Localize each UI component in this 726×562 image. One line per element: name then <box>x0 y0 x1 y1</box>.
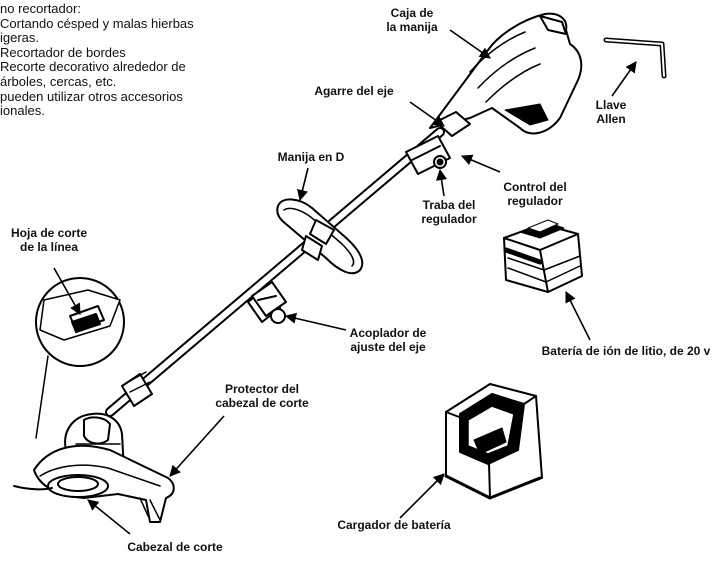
label-allen-key: Llave Allen <box>595 98 627 126</box>
arrow-guard <box>169 415 225 477</box>
intro-line: Cortando césped y malas hierbas <box>0 15 194 31</box>
shaft <box>105 127 445 417</box>
arrow-line-blade <box>53 267 81 315</box>
label-line-blade: Hoja de corte de la línea <box>10 226 88 254</box>
shaft-coupler <box>247 281 287 324</box>
cutting-head <box>13 474 109 498</box>
d-handle <box>276 198 364 275</box>
label-handle-housing: Caja de la manija <box>386 6 438 34</box>
arrow-allen-key <box>611 61 637 97</box>
intro-text: no recortador: Cortando césped y malas h… <box>0 1 194 119</box>
allen-key <box>603 37 667 79</box>
lower-collar <box>121 371 153 407</box>
intro-line: no recortador: <box>0 1 81 16</box>
arrow-handle-housing <box>449 29 491 59</box>
label-shaft-coupler: Acoplador de ajuste del eje <box>349 326 427 354</box>
label-charger: Cargador de batería <box>337 518 451 532</box>
label-cutting-head: Cabezal de corte <box>127 540 223 554</box>
charger <box>444 383 543 500</box>
intro-line: Recorte decorativo alrededor de <box>0 59 186 75</box>
label-regulator-lock: Traba del regulador <box>421 198 477 226</box>
intro-line: Recortador de bordes <box>0 44 126 60</box>
handle-housing <box>429 12 583 137</box>
label-regulator-control: Control del regulador <box>503 180 567 208</box>
label-d-handle: Manija en D <box>277 150 345 164</box>
label-shaft-grip: Agarre del eje <box>314 84 394 98</box>
label-guard: Protector del cabezal de corte <box>215 382 309 410</box>
arrow-battery <box>565 290 591 341</box>
arrow-d-handle <box>297 167 309 202</box>
arrow-regulator-control <box>460 154 501 173</box>
regulator-assembly <box>405 135 451 175</box>
arrow-cutting-head <box>87 499 131 535</box>
arrow-shaft-grip <box>409 101 445 127</box>
intro-line: igeras. <box>0 30 40 46</box>
intro-line: pueden utilizar otros accesorios <box>0 88 183 104</box>
arrow-shaft-coupler <box>284 312 347 331</box>
arrow-charger <box>399 473 445 519</box>
blade-inset <box>35 277 125 439</box>
label-battery: Batería de ión de litio, de 20 v <box>541 344 711 358</box>
battery <box>503 219 583 293</box>
arrow-regulator-lock <box>435 168 448 197</box>
intro-line: ionales. <box>0 103 45 119</box>
intro-line: árboles, cercas, etc. <box>0 73 117 89</box>
